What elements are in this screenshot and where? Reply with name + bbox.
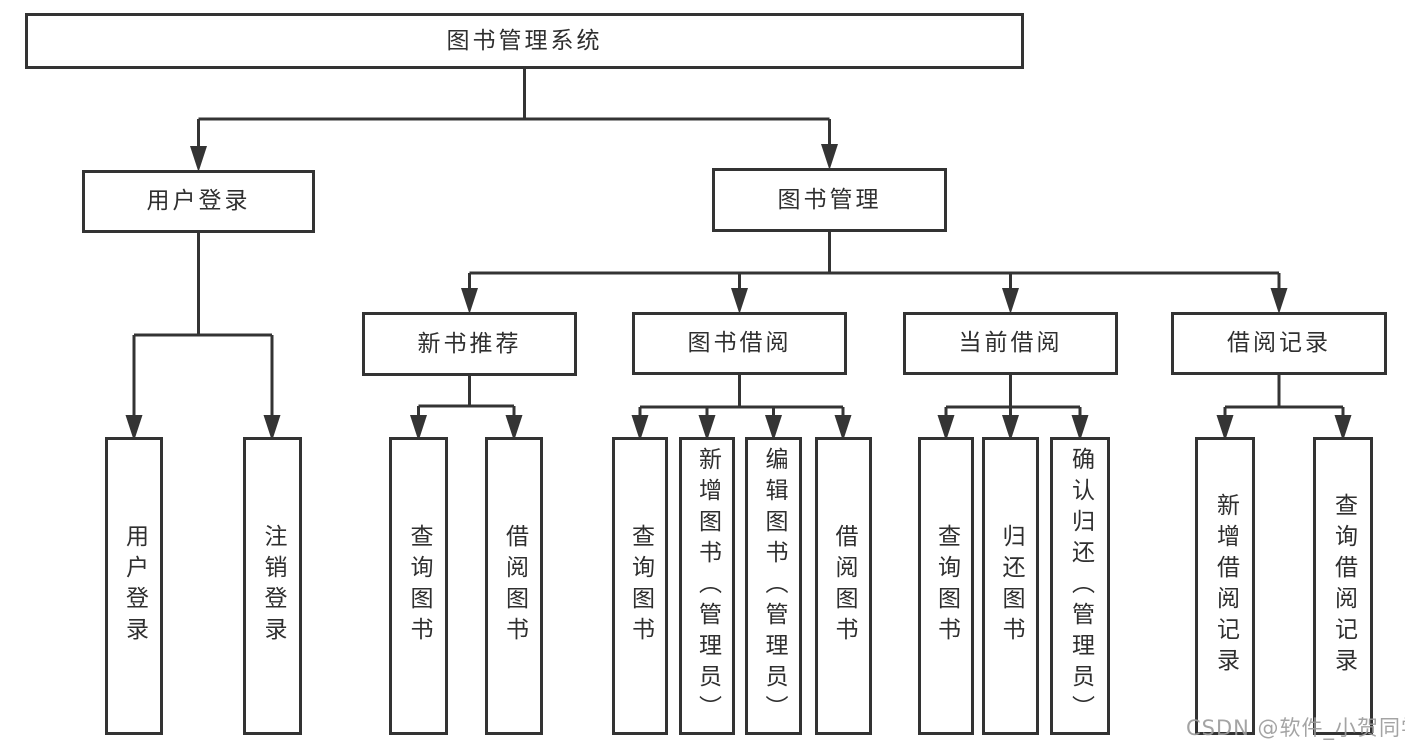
leaf-return-books-label: 归还图书 (998, 524, 1024, 648)
leaf-query-books-recommend-label: 查询图书 (406, 524, 432, 648)
leaf-user-login-label: 用户登录 (121, 524, 148, 648)
leaf-confirm-return-admin-label: 确认归还（管理员） (1067, 446, 1094, 726)
node-user-login: 用户登录 (82, 170, 315, 233)
leaf-query-books-current: 查询图书 (918, 437, 974, 735)
node-root-label: 图书管理系统 (446, 27, 603, 54)
leaf-add-borrow-record-label: 新增借阅记录 (1212, 493, 1239, 679)
leaf-borrow-books-recommend-label: 借阅图书 (501, 524, 528, 648)
leaf-borrow-books-borrowing: 借阅图书 (815, 437, 872, 735)
node-new-book-recommendation-label: 新书推荐 (417, 330, 522, 357)
leaf-query-books-recommend: 查询图书 (389, 437, 448, 735)
node-book-management-label: 图书管理 (777, 186, 882, 213)
leaf-add-books-admin: 新增图书（管理员） (679, 437, 735, 735)
leaf-return-books: 归还图书 (982, 437, 1039, 735)
node-user-login-label: 用户登录 (146, 188, 251, 214)
leaf-edit-books-admin: 编辑图书（管理员） (745, 437, 802, 735)
leaf-user-login: 用户登录 (105, 437, 163, 735)
leaf-query-borrow-record: 查询借阅记录 (1313, 437, 1373, 735)
leaf-borrow-books-recommend: 借阅图书 (485, 437, 543, 735)
leaf-add-borrow-record: 新增借阅记录 (1195, 437, 1255, 735)
node-current-borrowing: 当前借阅 (903, 312, 1118, 375)
node-book-borrowing-label: 图书借阅 (687, 330, 792, 356)
node-borrowing-records: 借阅记录 (1171, 312, 1387, 375)
leaf-query-borrow-record-label: 查询借阅记录 (1330, 493, 1357, 679)
leaf-add-books-admin-label: 新增图书（管理员） (694, 446, 721, 726)
node-book-management: 图书管理 (712, 168, 947, 232)
node-current-borrowing-label: 当前借阅 (958, 330, 1063, 356)
leaf-query-books-borrowing: 查询图书 (612, 437, 668, 735)
connector-paths (132, 69, 1345, 417)
leaf-borrow-books-borrowing-label: 借阅图书 (831, 524, 857, 648)
leaf-query-books-current-label: 查询图书 (933, 524, 960, 648)
leaf-query-books-borrowing-label: 查询图书 (627, 524, 654, 648)
leaf-confirm-return-admin: 确认归还（管理员） (1050, 437, 1110, 735)
watermark: CSDN @软件_小贺同学 (1186, 716, 1405, 740)
leaf-edit-books-admin-label: 编辑图书（管理员） (761, 446, 787, 726)
node-borrowing-records-label: 借阅记录 (1227, 330, 1331, 356)
node-new-book-recommendation: 新书推荐 (362, 312, 577, 376)
leaf-logout: 注销登录 (243, 437, 302, 735)
leaf-logout-label: 注销登录 (260, 524, 286, 648)
node-book-borrowing: 图书借阅 (632, 312, 847, 375)
node-root: 图书管理系统 (25, 13, 1024, 69)
connector-arrowheads (125, 144, 1352, 441)
